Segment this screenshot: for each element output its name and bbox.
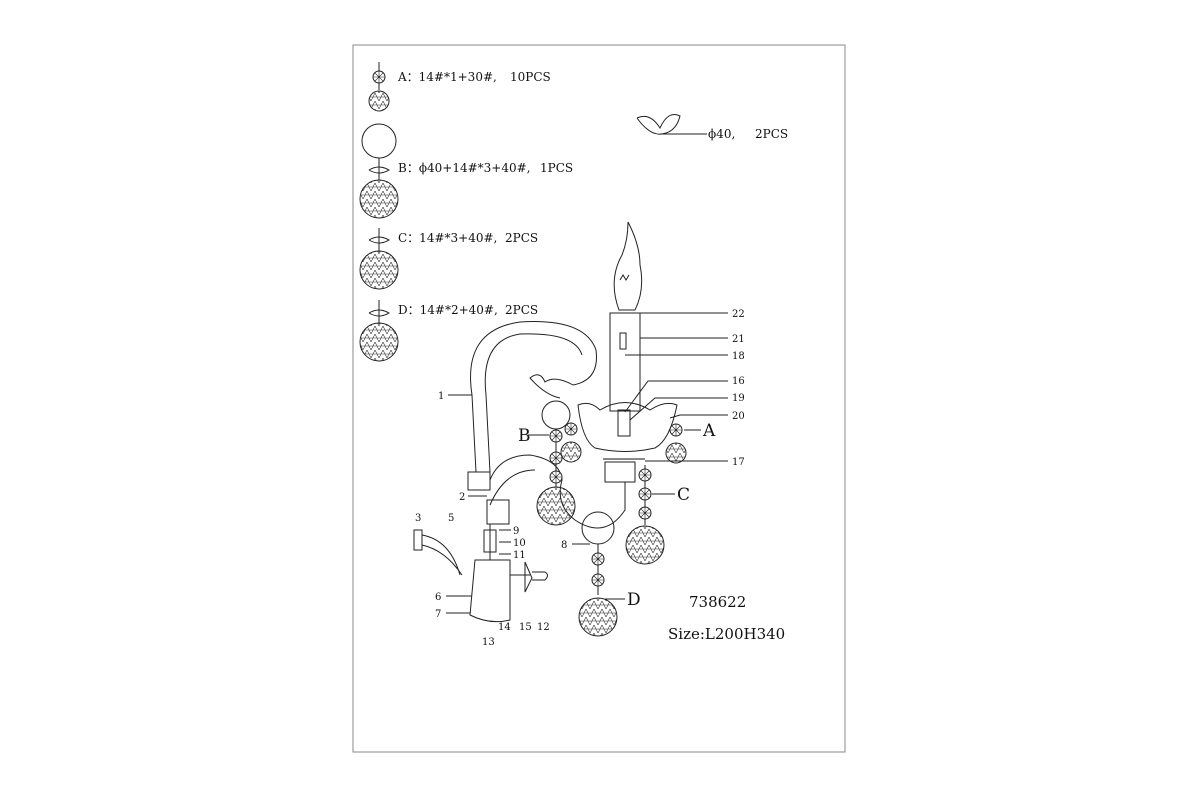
part-d-qty: 2PCS — [505, 303, 538, 317]
ring-part-qty: 2PCS — [755, 127, 788, 141]
sheet-border — [352, 44, 846, 753]
callout-d: D — [627, 590, 641, 610]
callout-6: 6 — [435, 592, 441, 603]
callout-14: 14 — [498, 622, 511, 633]
callout-labels: 22 21 18 16 19 20 17 A B C D 1 2 3 5 9 1… — [415, 309, 745, 648]
callout-11: 11 — [513, 550, 526, 561]
part-b-label: B：ϕ40+14#*3+40#, — [398, 161, 530, 175]
part-c-qty: 2PCS — [505, 231, 538, 245]
leader-lines — [446, 312, 728, 614]
callout-16: 16 — [732, 376, 745, 387]
callout-12: 12 — [537, 622, 550, 633]
callout-20: 20 — [732, 411, 745, 422]
part-a-label: A：14#*1+30#, — [397, 70, 497, 84]
size-label: Size:L200H340 — [668, 625, 785, 643]
callout-a: A — [702, 421, 716, 441]
callout-15: 15 — [519, 622, 532, 633]
callout-19: 19 — [732, 393, 745, 404]
callout-b: B — [518, 426, 531, 446]
callout-10: 10 — [513, 538, 526, 549]
part-b-qty: 1PCS — [540, 161, 573, 175]
part-d-label: D：14#*2+40#, — [398, 303, 498, 317]
callout-2: 2 — [459, 492, 465, 503]
callout-13: 13 — [482, 637, 495, 648]
part-c-icon — [359, 228, 399, 290]
ring-part-icon — [636, 114, 707, 135]
callout-c: C — [677, 485, 690, 505]
part-d-icon — [359, 300, 399, 362]
part-a-qty: 10PCS — [510, 70, 551, 84]
callout-5: 5 — [448, 513, 454, 524]
callout-7: 7 — [435, 609, 441, 620]
part-b-icon — [359, 123, 399, 219]
callout-18: 18 — [732, 351, 745, 362]
part-c-label: C：14#*3+40#, — [398, 231, 497, 245]
part-a-icon — [368, 62, 390, 112]
callout-8: 8 — [561, 540, 567, 551]
model-number: 738622 — [689, 593, 746, 611]
callout-1: 1 — [438, 391, 444, 402]
callout-17: 17 — [732, 457, 745, 468]
callout-9: 9 — [513, 526, 519, 537]
callout-3: 3 — [415, 513, 421, 524]
callout-22: 22 — [732, 309, 745, 320]
ring-part-label: ϕ40, — [708, 127, 735, 141]
callout-21: 21 — [732, 334, 745, 345]
chandelier-drawing — [413, 221, 687, 637]
